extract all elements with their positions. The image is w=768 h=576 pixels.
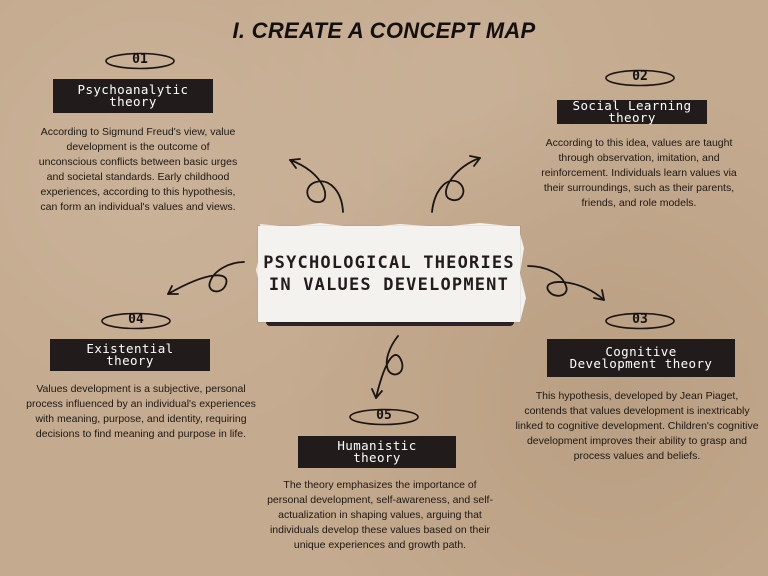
theory-label-social-learning: Social Learning theory <box>557 99 707 124</box>
number-badge-01: 01 <box>104 52 176 70</box>
arrow-to-theory-01 <box>289 159 344 213</box>
theory-label-cognitive-development: Cognitive Development theory <box>547 339 735 377</box>
arrow-to-theory-02 <box>431 157 481 213</box>
theory-label-humanistic: Humanistic theory <box>298 436 456 468</box>
center-topic: PSYCHOLOGICAL THEORIES IN VALUES DEVELOP… <box>258 226 520 322</box>
oval-icon <box>101 312 171 330</box>
oval-icon <box>605 312 675 330</box>
oval-icon <box>105 52 175 70</box>
theory-description-humanistic: The theory emphasizes the importance of … <box>267 479 493 551</box>
center-shadow <box>266 318 514 326</box>
number-badge-05: 05 <box>348 408 420 426</box>
oval-icon <box>605 69 675 87</box>
arrow-to-theory-04 <box>167 261 245 295</box>
oval-icon <box>349 408 419 426</box>
number-badge-04: 04 <box>100 312 172 330</box>
theory-description-cognitive-development: This hypothesis, developed by Jean Piage… <box>515 390 759 462</box>
theory-description-social-learning: According to this idea, values are taugh… <box>541 137 737 209</box>
theory-label-existential: Existential theory <box>50 339 210 371</box>
arrow-to-theory-03 <box>527 265 605 301</box>
number-badge-02: 02 <box>604 69 676 87</box>
number-badge-03: 03 <box>604 312 676 330</box>
theory-label-psychoanalytic: Psychoanalytic theory <box>53 79 213 113</box>
arrow-to-theory-05 <box>375 335 404 399</box>
theory-description-existential: Values development is a subjective, pers… <box>26 383 256 440</box>
page-title: I. CREATE A CONCEPT MAP <box>232 18 536 43</box>
theory-description-psychoanalytic: According to Sigmund Freud's view, value… <box>38 126 238 213</box>
